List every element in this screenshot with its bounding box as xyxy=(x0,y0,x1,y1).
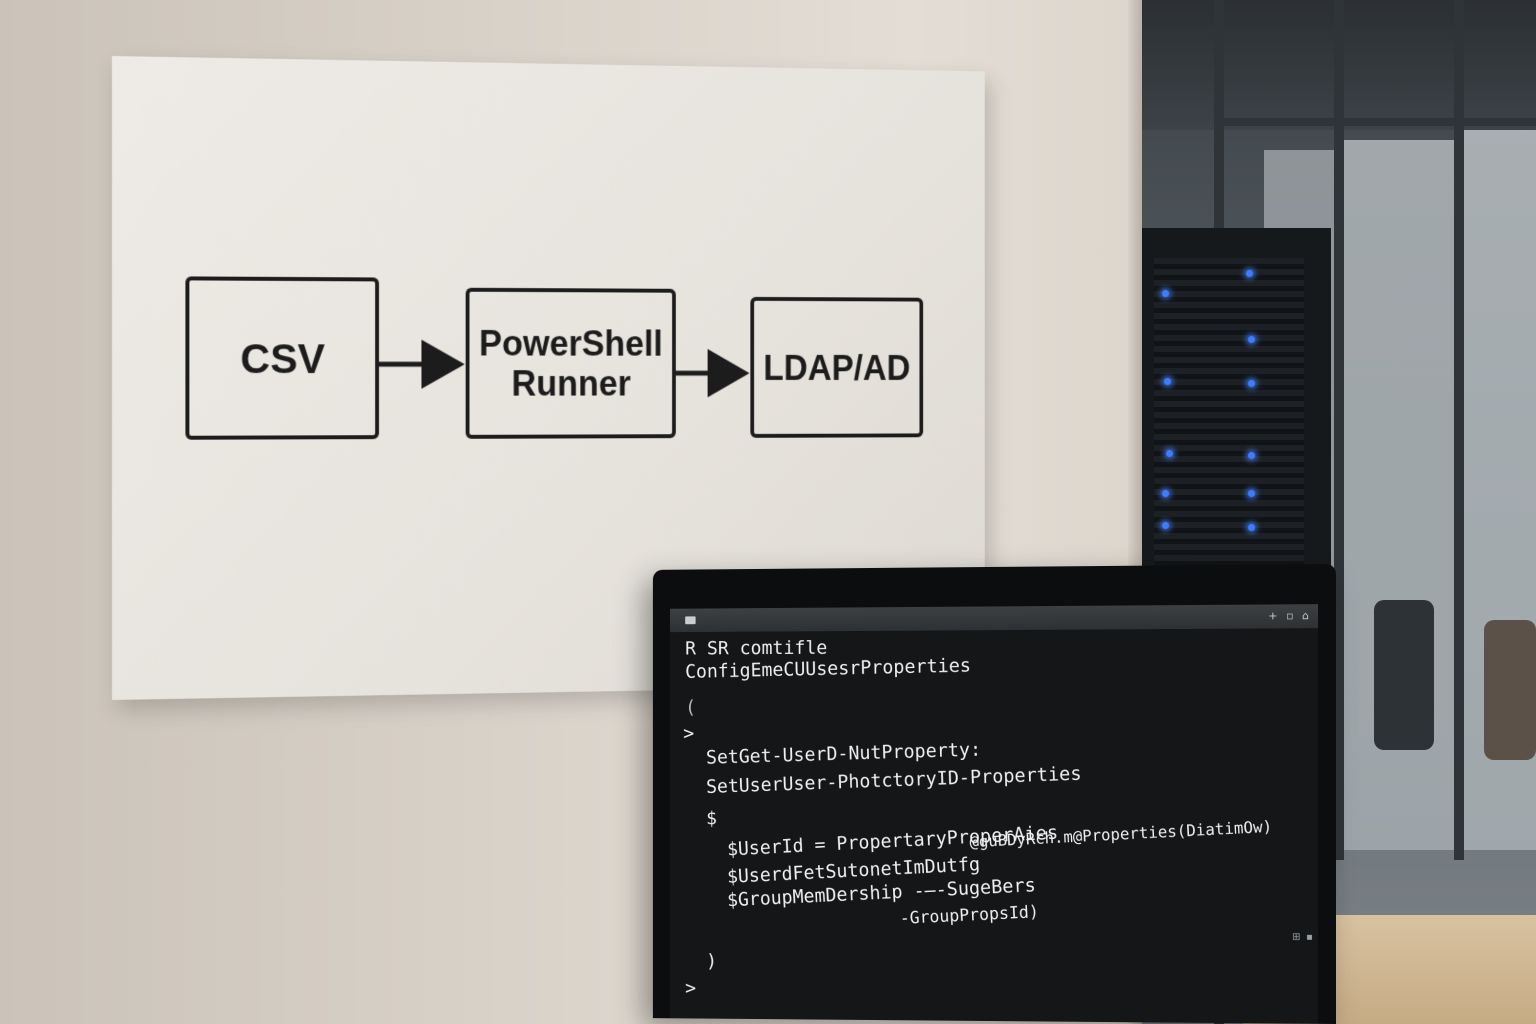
prompt-icon: > xyxy=(685,977,697,999)
flow-node-csv: CSV xyxy=(187,278,377,437)
settings-icon[interactable]: ⌂ xyxy=(1302,609,1310,623)
terminal-line: $ xyxy=(706,807,718,830)
rack-led-icon xyxy=(1248,524,1255,531)
window-mullion xyxy=(1454,0,1464,860)
rack-led-icon xyxy=(1162,490,1169,497)
flow-node-label: LDAP/AD xyxy=(763,348,910,388)
rack-led-icon xyxy=(1164,378,1171,385)
flow-node-label: PowerShell xyxy=(479,323,663,363)
rack-led-icon xyxy=(1166,450,1173,457)
server-rack-units xyxy=(1154,258,1304,578)
flow-node-ldap: LDAP/AD xyxy=(752,299,921,436)
tab-icon[interactable]: ▫ xyxy=(1286,609,1294,623)
rack-led-icon xyxy=(1248,452,1255,459)
rack-led-icon xyxy=(1246,270,1253,277)
flow-node-label: CSV xyxy=(240,335,324,382)
rack-led-icon xyxy=(1248,380,1255,387)
terminal-line: -GroupPropsId) xyxy=(899,902,1040,929)
menu-icon[interactable] xyxy=(685,616,696,625)
square-icon[interactable]: ▪ xyxy=(1306,931,1313,943)
terminal-line: SetGet-UserD-NutProperty: xyxy=(705,738,982,769)
terminal-output[interactable]: R SR comtifle ConfigEmeCUUsesrProperties… xyxy=(670,628,1318,1024)
rack-led-icon xyxy=(1248,490,1255,497)
window-mullion xyxy=(1334,0,1344,860)
monitor: + ▫ ⌂ R SR comtifle ConfigEmeCUUsesrProp… xyxy=(652,564,1336,1024)
terminal-line: SetUserUser-PhotctoryID-Properties xyxy=(705,762,1082,798)
terminal-line: R SR comtifle xyxy=(685,637,828,660)
office-cabinet xyxy=(1484,620,1536,760)
terminal-window[interactable]: + ▫ ⌂ R SR comtifle ConfigEmeCUUsesrProp… xyxy=(669,604,1319,1024)
grid-icon[interactable]: ⊞ xyxy=(1292,931,1301,943)
server-rack xyxy=(1132,228,1331,588)
rack-led-icon xyxy=(1162,290,1169,297)
terminal-line: @guBDyRch.m@Properties(DiatimOw) xyxy=(969,816,1273,852)
window-mullion xyxy=(1214,118,1536,126)
office-chair xyxy=(1374,600,1434,750)
rack-led-icon xyxy=(1248,336,1255,343)
plus-icon[interactable]: + xyxy=(1268,609,1278,623)
flow-node-label: Runner xyxy=(512,363,631,403)
terminal-line: ( xyxy=(685,696,697,718)
rack-led-icon xyxy=(1162,522,1169,529)
terminal-line: ) xyxy=(706,950,718,972)
prompt-icon: > xyxy=(683,722,695,745)
background-office xyxy=(1134,0,1536,1024)
